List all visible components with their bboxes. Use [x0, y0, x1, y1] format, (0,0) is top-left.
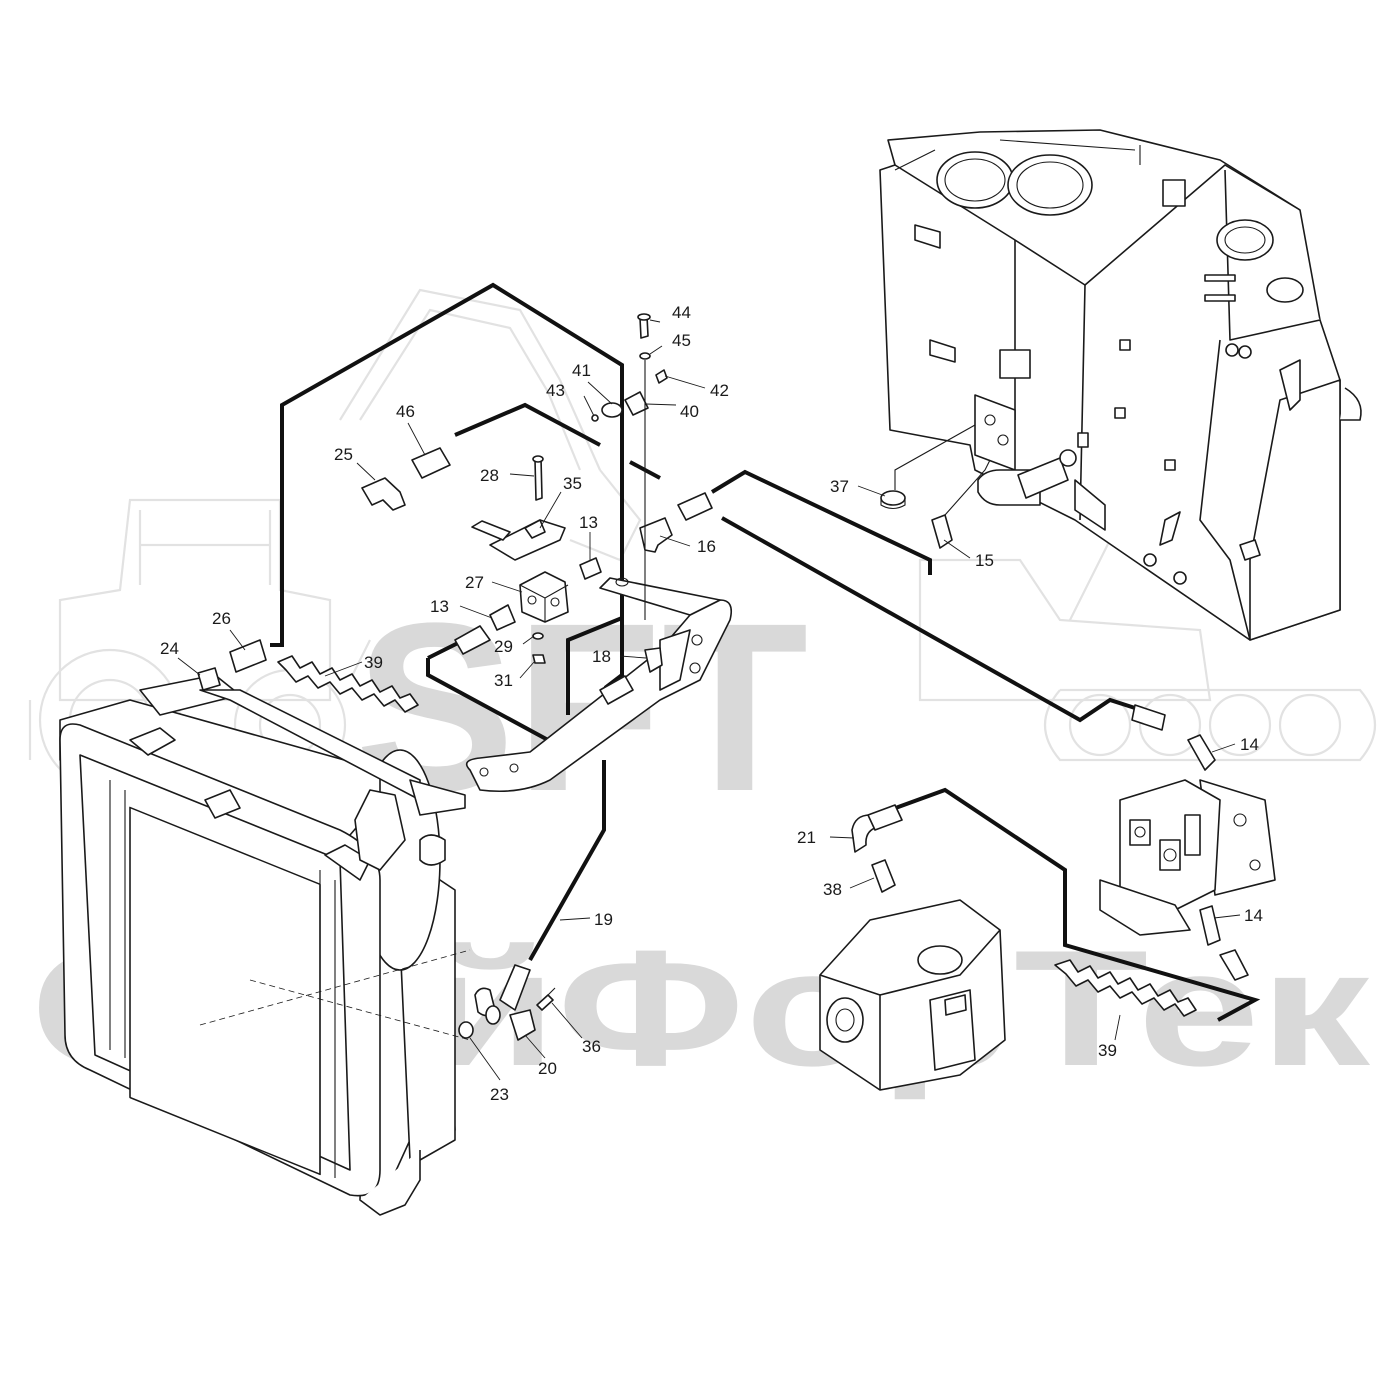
callout-13-upper: 13: [579, 513, 598, 532]
callout-24: 24: [160, 639, 179, 658]
callout-44: 44: [672, 303, 691, 322]
fitting-24: [197, 667, 221, 691]
callout-46: 46: [396, 402, 415, 421]
callout-16: 16: [697, 537, 716, 556]
flange-20: [509, 1009, 536, 1041]
hose-center-left: [426, 640, 549, 742]
callout-28: 28: [480, 466, 499, 485]
callout-35: 35: [563, 474, 582, 493]
elbow-38: [871, 859, 896, 893]
hose-long-right: [721, 516, 1136, 723]
callout-14-lower: 14: [1244, 906, 1263, 925]
screw-42: [655, 369, 668, 384]
callout-37: 37: [830, 477, 849, 496]
bracket-40: [624, 391, 649, 416]
callout-39-right: 39: [1098, 1041, 1117, 1060]
hose-19: [528, 760, 606, 961]
callout-26: 26: [212, 609, 231, 628]
callout-42: 42: [710, 381, 729, 400]
machine-frame: [879, 129, 1362, 641]
bolt-36: [536, 994, 554, 1011]
hose-end-19: [499, 964, 531, 1011]
callout-38: 38: [823, 880, 842, 899]
valve-block-motor: [1054, 704, 1276, 1017]
callout-41: 41: [572, 361, 591, 380]
hydraulic-pump: [819, 804, 1006, 1091]
washer-45: [639, 352, 651, 360]
callout-39-left: 39: [364, 653, 383, 672]
nut-43: [591, 414, 599, 422]
callout-21: 21: [797, 828, 816, 847]
callout-31: 31: [494, 671, 513, 690]
washer-29: [532, 632, 544, 640]
fitting-13-lower: [489, 604, 516, 631]
hose-center-return: [566, 616, 623, 715]
hose-end-left: [454, 625, 491, 655]
fitting-14-upper: [1187, 734, 1216, 771]
callout-19: 19: [594, 910, 613, 929]
cooler-fittings: [197, 639, 556, 1041]
cooler-assembly: [59, 674, 471, 1216]
callout-25: 25: [334, 445, 353, 464]
callout-20: 20: [538, 1059, 557, 1078]
center-bracket-assembly: [361, 313, 733, 793]
fitting-13-upper: [579, 557, 602, 580]
nut-31: [532, 654, 546, 664]
callout-40: 40: [680, 402, 699, 421]
callout-labels: 44 45 41 43 42 40 46 25 28 35 13 16 27 1…: [160, 303, 1263, 1104]
hose-end-upper: [677, 492, 713, 521]
clip-set-39-right: [1054, 959, 1197, 1017]
hydraulic-hoses: [270, 282, 1261, 1022]
hose-end-46: [411, 447, 451, 479]
callout-27: 27: [465, 573, 484, 592]
bolt-28: [534, 457, 543, 501]
hose-end-18: [599, 675, 634, 705]
callout-36: 36: [582, 1037, 601, 1056]
fitting-14-lower: [1199, 905, 1221, 946]
fitting-15: [931, 514, 953, 549]
hose-to-frame: [710, 469, 932, 575]
clamp-41: [601, 402, 623, 418]
callout-23: 23: [490, 1085, 509, 1104]
hose-end-14-upper: [1131, 704, 1166, 731]
fitting-26: [229, 639, 267, 673]
callout-45: 45: [672, 331, 691, 350]
o-ring-23: [458, 1021, 474, 1039]
frame-fittings: [880, 424, 1089, 549]
callout-14-upper: 14: [1240, 735, 1259, 754]
hose-upper-loop: [270, 282, 624, 690]
callout-15: 15: [975, 551, 994, 570]
callout-13-lower: 13: [430, 597, 449, 616]
leader-lines: [177, 319, 1241, 1081]
hose-end-14-lower: [1219, 949, 1249, 981]
hose-pump-loop: [889, 787, 1261, 1022]
elbow-25: [361, 477, 406, 511]
callout-29: 29: [494, 637, 513, 656]
plug-37: [880, 490, 906, 506]
clip-set-39-left: [277, 655, 419, 713]
callout-43: 43: [546, 381, 565, 400]
callout-18: 18: [592, 647, 611, 666]
